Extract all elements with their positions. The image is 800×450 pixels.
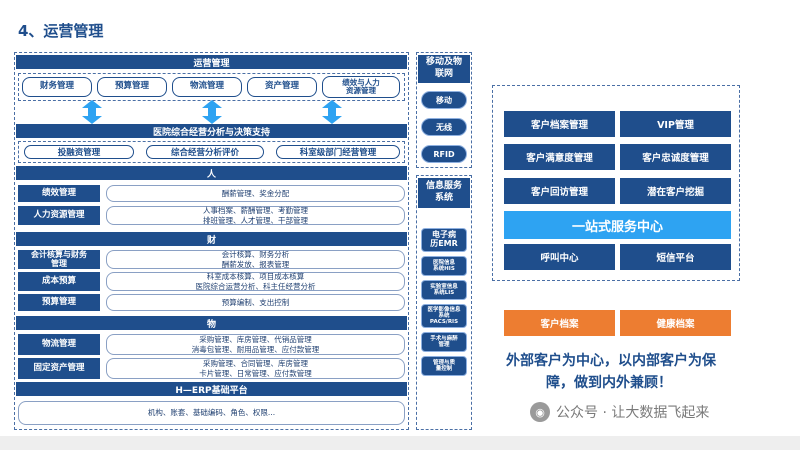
row-label-hr[interactable]: 人力资源管理 (18, 206, 100, 225)
decision-item-investment[interactable]: 投融资管理 (24, 145, 134, 159)
crm-call-center[interactable]: 呼叫中心 (504, 244, 615, 270)
crm-item-followup[interactable]: 客户回访管理 (504, 178, 615, 204)
crm-item-profile[interactable]: 客户档案管理 (504, 111, 615, 137)
health-records[interactable]: 健康档案 (620, 310, 731, 336)
decision-header: 医院综合经营分析与决策支持 (16, 124, 407, 138)
info-item-lis[interactable]: 实验室信息 系统LIS (421, 280, 467, 300)
double-arrow-icon (322, 100, 342, 124)
crm-item-satisfaction[interactable]: 客户满意度管理 (504, 144, 615, 170)
iot-frame (416, 52, 472, 168)
desc-line: 机构、账套、基础编码、角色、权限... (147, 408, 276, 418)
row-label-performance[interactable]: 绩效管理 (18, 185, 100, 202)
desc-line: 卡片管理、日常管理、应付款管理 (199, 368, 312, 378)
ops-item-assets[interactable]: 资产管理 (247, 77, 317, 97)
row-desc-cost-budget: 科室成本核算、项目成本核算 医院综合运营分析、科主任经营分析 (106, 272, 405, 291)
row-label-budget[interactable]: 预算管理 (18, 294, 100, 311)
desc-line: 采购管理、库房管理、代销品管理 (199, 335, 312, 345)
watermark-text: 公众号 · 让大数据飞起来 (556, 405, 710, 421)
customer-records[interactable]: 客户档案 (504, 310, 615, 336)
ops-item-logistics[interactable]: 物流管理 (172, 77, 242, 97)
row-label-fixed-assets[interactable]: 固定资产管理 (18, 358, 100, 379)
row-desc-logistics: 采购管理、库房管理、代销品管理 消毒包管理、耐用品管理、应付款管理 (106, 334, 405, 355)
ops-item-budget[interactable]: 预算管理 (97, 77, 167, 97)
row-desc-fixed-assets: 采购管理、合同管理、库房管理 卡片管理、日常管理、应付款管理 (106, 358, 405, 379)
crm-item-vip[interactable]: VIP管理 (620, 111, 731, 137)
desc-line: 预算编制、支出控制 (221, 297, 290, 307)
ops-item-finance[interactable]: 财务管理 (22, 77, 92, 97)
platform-header: H—ERP基础平台 (16, 382, 407, 396)
row-label-accounting[interactable]: 会计核算与财务 管理 (18, 250, 100, 269)
double-arrow-icon (202, 100, 222, 124)
crm-sms-platform[interactable]: 短信平台 (620, 244, 731, 270)
info-item-pacs[interactable]: 医学影像信息 系统 PACS/RIS (421, 304, 467, 328)
page-title: 4、运营管理 (18, 22, 104, 40)
section-header-people: 人 (16, 166, 407, 180)
one-stop-service-center[interactable]: 一站式服务中心 (504, 211, 731, 239)
row-desc-budget: 预算编制、支出控制 (106, 294, 405, 311)
row-desc-performance: 酬薪管理、奖金分配 (106, 185, 405, 202)
operations-frame (14, 52, 409, 430)
info-item-emr[interactable]: 电子病 历EMR (421, 228, 467, 252)
double-arrow-icon (82, 100, 102, 124)
platform-desc: 机构、账套、基础编码、角色、权限... (18, 401, 405, 425)
desc-line: 科室成本核算、项目成本核算 (206, 272, 305, 282)
row-desc-hr: 人事档案、薪酬管理、考勤管理 排班管理、人才管理、干部管理 (106, 206, 405, 225)
info-frame (416, 175, 472, 430)
decision-items-frame (18, 141, 405, 163)
desc-line: 医院综合运营分析、科主任经营分析 (195, 281, 316, 291)
desc-line: 消毒包管理、耐用品管理、应付款管理 (191, 344, 320, 354)
row-label-logistics[interactable]: 物流管理 (18, 334, 100, 355)
iot-item-wireless[interactable]: 无线 (421, 118, 467, 136)
desc-line: 人事档案、薪酬管理、考勤管理 (203, 206, 308, 216)
ops-item-performance-hr[interactable]: 绩效与人力 资源管理 (322, 76, 400, 98)
section-header-finance: 财 (16, 232, 407, 246)
desc-line: 酬薪发放、报表管理 (221, 259, 290, 269)
wechat-icon: ◉ (530, 402, 550, 422)
row-label-cost-budget[interactable]: 成本预算 (18, 272, 100, 291)
section-header-materials: 物 (16, 316, 407, 330)
crm-frame (492, 85, 740, 281)
iot-item-rfid[interactable]: RFID (421, 145, 467, 163)
decision-item-department[interactable]: 科室级部门经营管理 (276, 145, 400, 159)
footer-strip (0, 436, 800, 450)
iot-item-mobile[interactable]: 移动 (421, 91, 467, 109)
desc-line: 采购管理、合同管理、库房管理 (203, 359, 308, 369)
crm-item-potential[interactable]: 潜在客户挖掘 (620, 178, 731, 204)
desc-line: 酬薪管理、奖金分配 (221, 188, 290, 198)
crm-item-loyalty[interactable]: 客户忠诚度管理 (620, 144, 731, 170)
slogan: 外部客户为中心，以内部客户为保 障，做到内外兼顾！ (506, 350, 756, 395)
slogan-line: 外部客户为中心，以内部客户为保 (506, 353, 716, 369)
desc-line: 排班管理、人才管理、干部管理 (203, 215, 308, 225)
info-header: 信息服务 系统 (418, 178, 470, 208)
info-item-quality[interactable]: 管理与质 量控制 (421, 356, 467, 376)
ops-header: 运营管理 (16, 55, 407, 69)
info-item-surgery[interactable]: 手术与麻醉 管理 (421, 332, 467, 352)
slogan-line: 障，做到内外兼顾！ (546, 375, 672, 392)
decision-item-analysis[interactable]: 综合经营分析评价 (146, 145, 264, 159)
desc-line: 会计核算、财务分析 (221, 250, 290, 260)
row-desc-accounting: 会计核算、财务分析 酬薪发放、报表管理 (106, 250, 405, 269)
iot-header: 移动及物 联网 (418, 55, 470, 83)
info-item-his[interactable]: 医院信息 系统HIS (421, 256, 467, 276)
watermark: ◉ 公众号 · 让大数据飞起来 (530, 402, 709, 422)
